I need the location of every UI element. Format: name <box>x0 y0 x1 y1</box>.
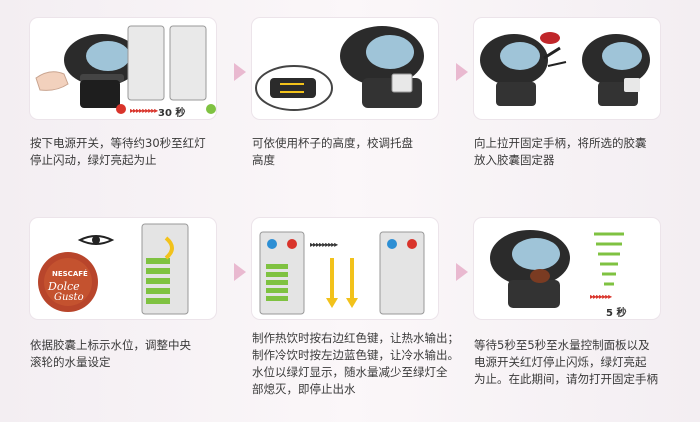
power-red-indicator <box>116 104 126 114</box>
next-step-arrow <box>234 63 246 81</box>
caption-line: 为止。在此期间，请勿打开固定手柄 <box>474 372 658 386</box>
caption-line: 滚轮的水量设定 <box>30 355 111 369</box>
caption-line: 依据胶囊上标示水位，调整中央 <box>30 338 191 352</box>
next-step-arrow <box>456 263 468 281</box>
step-3-illustration <box>474 18 660 119</box>
caption-line: 等待5秒至5秒至水量控制面板以及 <box>474 338 650 352</box>
step-4-illustration: NESCAFÉ Dolce Gusto <box>30 218 216 319</box>
step-4-caption: 依据胶囊上标示水位，调整中央 滚轮的水量设定 <box>30 337 228 371</box>
step-2-caption: 可依使用杯子的高度，校调托盘 高度 <box>252 135 450 169</box>
hot-cold-button-illustration <box>259 231 425 315</box>
drip-tray-adjust-illustration <box>255 26 424 111</box>
progress-arrows: ▸▸▸▸▸▸▸▸▸ <box>310 240 338 249</box>
timer-label: 30 秒 <box>158 108 186 119</box>
step-3-caption: 向上拉开固定手柄，将所选的胶囊 放入胶囊固定器 <box>474 135 672 169</box>
water-level-setting-illustration <box>38 223 189 315</box>
step-6-caption: 等待5秒至5秒至水量控制面板以及 电源开关红灯停止闪烁，绿灯亮起 为止。在此期间… <box>474 337 672 388</box>
next-step-arrow <box>234 263 246 281</box>
step-6-illustration: ▸▸▸▸▸▸▸ 5 秒 <box>474 218 660 319</box>
wait-ready-illustration <box>490 230 624 308</box>
caption-line: 按下电源开关，等待约30秒至红灯 <box>30 136 206 150</box>
timer-label: 5 秒 <box>606 308 627 319</box>
capsule-brand-top: NESCAFÉ <box>52 270 88 278</box>
step-5-caption: 制作热饮时按右边红色键，让热水输出； 制作冷饮时按左边蓝色键，让冷水输出。 水位… <box>252 330 464 398</box>
power-green-indicator <box>206 104 216 114</box>
progress-arrows: ▸▸▸▸▸▸▸ <box>590 292 612 301</box>
caption-line: 停止闪动，绿灯亮起为止 <box>30 153 157 167</box>
step-5-illustration: ▸▸▸▸▸▸▸▸▸ <box>252 218 438 319</box>
insert-capsule-illustration <box>480 32 650 106</box>
caption-line: 水位以绿灯显示，随水量减少至绿灯全 <box>252 365 448 379</box>
progress-arrows: ▸▸▸▸▸▸▸▸▸ <box>130 106 158 115</box>
caption-line: 电源开关红灯停止闪烁，绿灯亮起 <box>474 355 647 369</box>
machine-power-on-illustration <box>35 25 207 108</box>
step-1-illustration: 30 秒 <box>30 18 216 119</box>
capsule-brand-main: Dolce <box>48 280 80 293</box>
caption-line: 制作冷饮时按左边蓝色键，让冷水输出。 <box>252 348 459 362</box>
caption-line: 放入胶囊固定器 <box>474 153 555 167</box>
caption-line: 高度 <box>252 153 275 167</box>
caption-line: 制作热饮时按右边红色键，让热水输出； <box>252 331 459 345</box>
step-1-caption: 按下电源开关，等待约30秒至红灯 停止闪动，绿灯亮起为止 <box>30 135 228 169</box>
caption-line: 可依使用杯子的高度，校调托盘 <box>252 136 413 150</box>
next-step-arrow <box>456 63 468 81</box>
caption-line: 向上拉开固定手柄，将所选的胶囊 <box>474 136 647 150</box>
caption-line: 部熄灭，即停止出水 <box>252 382 356 396</box>
capsule-brand-sub: Gusto <box>54 292 84 303</box>
step-2-illustration <box>252 18 438 119</box>
